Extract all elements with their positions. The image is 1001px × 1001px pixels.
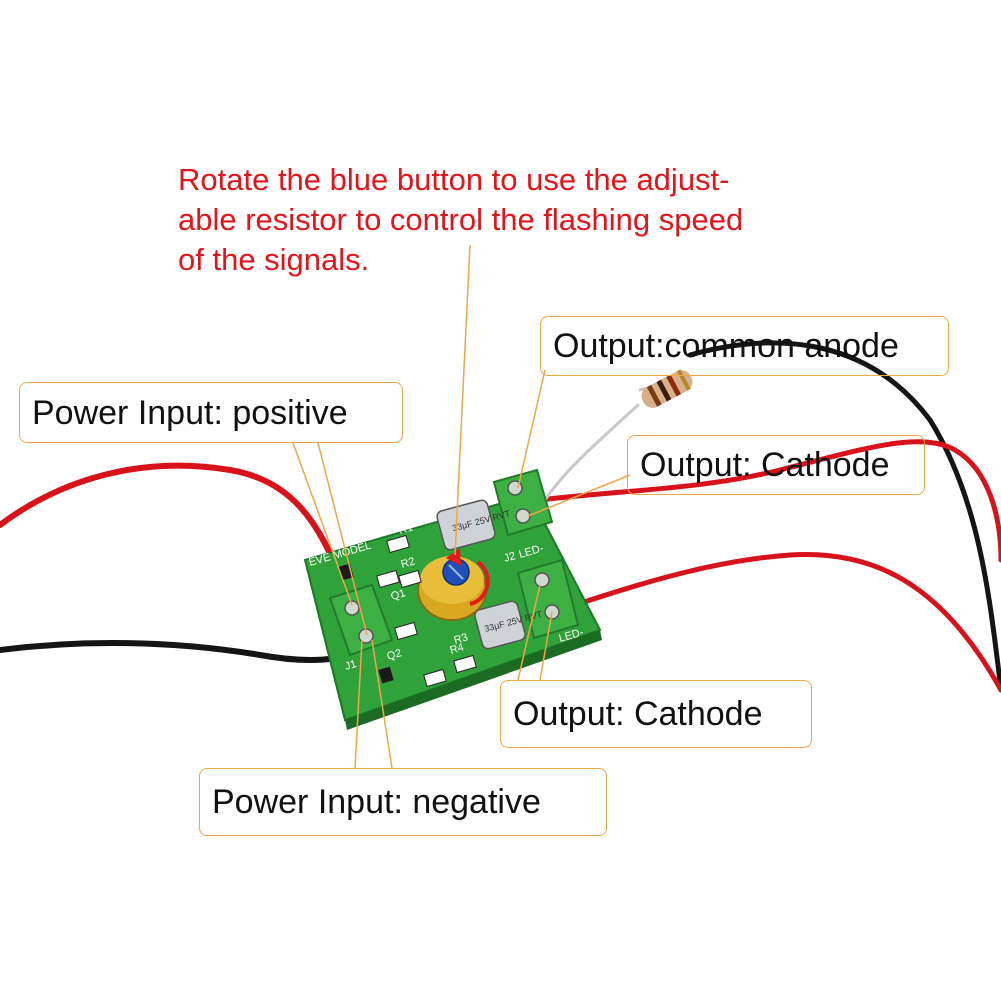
output-black-wire	[687, 340, 1001, 693]
potentiometer[interactable]	[417, 548, 490, 621]
instruction-line-2: able resistor to control the flashing sp…	[178, 202, 744, 237]
callout-output-common-anode: Output:common anode	[540, 316, 949, 376]
pcb-board: 33µF 25V RVT 33µF 25V RVT	[303, 468, 602, 730]
silkscreen-j2: J2	[503, 550, 517, 565]
power-red-wire	[0, 462, 348, 593]
resistor-lead-left	[543, 403, 640, 502]
terminal-j2-top	[492, 468, 554, 537]
callout-output-cathode-bottom-text: Output: Cathode	[513, 695, 763, 733]
leader-lines	[292, 244, 631, 769]
instruction-line-3: of the signals.	[178, 242, 370, 277]
smd-components	[376, 534, 477, 688]
callout-power-positive: Power Input: positive	[19, 382, 403, 443]
leader-power-positive-1	[292, 442, 353, 606]
callout-output-cathode-top: Output: Cathode	[627, 435, 925, 495]
power-black-wire	[0, 640, 373, 663]
silkscreen-j1: J1	[344, 658, 358, 673]
terminal-j1	[328, 583, 394, 657]
rotate-arrow-icon	[469, 560, 490, 606]
callout-power-negative: Power Input: negative	[199, 768, 607, 836]
leader-cathode-bottom-2	[539, 611, 553, 681]
silkscreen-r2: R2	[400, 555, 417, 570]
leader-instruction	[454, 244, 471, 556]
callout-output-cathode-bottom: Output: Cathode	[500, 680, 812, 748]
callout-power-positive-text: Power Input: positive	[32, 393, 348, 432]
silkscreen-r4: R4	[449, 641, 466, 656]
silkscreen-r3: R3	[453, 631, 470, 646]
resistor-band-3	[666, 374, 681, 397]
resistor-band-2	[656, 379, 672, 402]
leader-cathode-bottom-1	[517, 584, 541, 681]
callout-output-common-anode-text: Output:common anode	[553, 327, 899, 365]
pcb-edge	[345, 630, 602, 730]
output-red-wire-top	[537, 439, 1001, 563]
instruction-text: Rotate the blue button to use the adjust…	[178, 160, 858, 280]
callout-output-cathode-top-text: Output: Cathode	[640, 446, 890, 484]
leader-power-negative-1	[354, 639, 363, 769]
resistor-band-1	[646, 384, 662, 407]
callout-power-negative-text: Power Input: negative	[212, 783, 541, 821]
leader-cathode-top	[527, 474, 631, 517]
rotate-arrowhead-icon	[446, 548, 461, 566]
silkscreen-q1: Q1	[390, 587, 407, 603]
resistor-component	[641, 369, 693, 408]
resistor-band-4	[676, 369, 691, 391]
leader-power-positive-2	[317, 442, 368, 636]
instruction-line-1: Rotate the blue button to use the adjust…	[178, 162, 730, 197]
output-red-wire-bottom	[572, 551, 1001, 693]
silkscreen-r1: R1	[398, 521, 415, 536]
leader-power-negative-2	[371, 639, 393, 769]
silkscreen-q2: Q2	[386, 647, 403, 663]
leader-anode	[517, 369, 546, 489]
